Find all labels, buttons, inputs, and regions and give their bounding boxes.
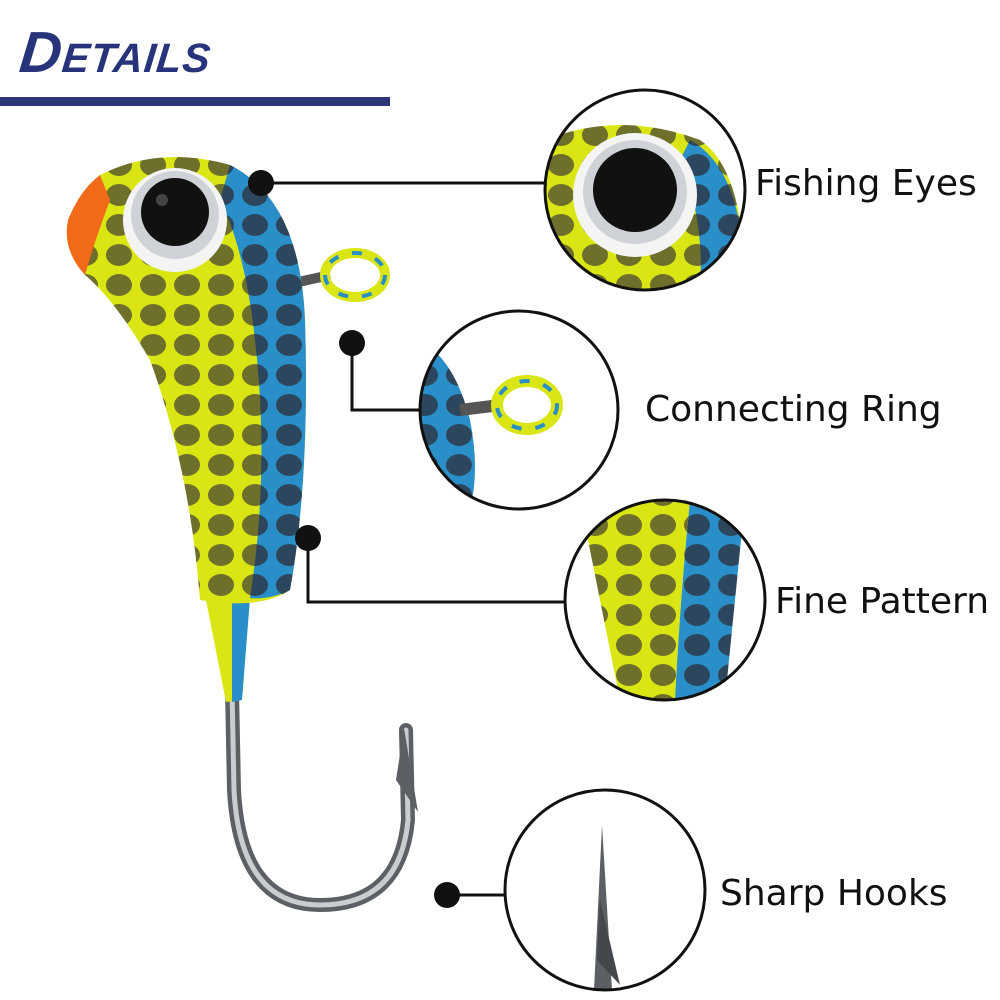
callout-label-sharp-hooks: Sharp Hooks — [720, 873, 948, 914]
callout-label-fine-pattern: Fine Pattern — [775, 581, 990, 622]
jig-head — [66, 157, 306, 604]
title-underline — [0, 97, 390, 106]
callout-sharp-hooks-zoom — [503, 788, 707, 992]
callout-label-fishing-eyes: Fishing Eyes — [755, 163, 977, 204]
hook — [225, 603, 418, 913]
callout-label-connecting-ring: Connecting Ring — [645, 389, 942, 430]
jig-neck — [205, 595, 250, 702]
callout-connecting-ring-zoom — [418, 309, 620, 511]
callout-fishing-eyes-zoom — [543, 88, 747, 292]
callout-fine-pattern-zoom — [563, 498, 767, 702]
leader-lines — [248, 170, 565, 908]
